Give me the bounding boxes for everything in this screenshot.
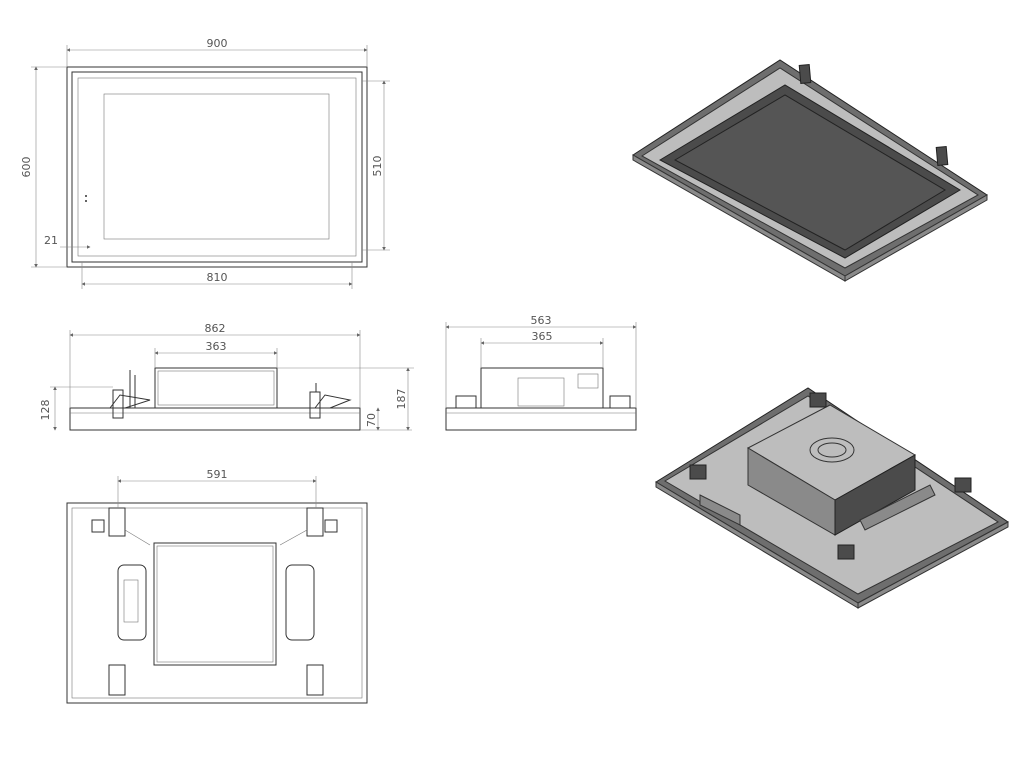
iso-view-front xyxy=(632,59,988,282)
dim-screen-width: 810 xyxy=(207,271,228,284)
dim-box-width: 363 xyxy=(206,340,227,353)
front-view: 900 600 510 810 21 xyxy=(20,37,390,289)
dim-rear-spacing: 591 xyxy=(207,468,228,481)
dim-front-height: 600 xyxy=(20,157,33,178)
dim-side-height-small: 128 xyxy=(39,400,52,421)
dim-end-box-width: 365 xyxy=(532,330,553,343)
end-view: 563 365 xyxy=(445,314,637,431)
dim-end-width: 563 xyxy=(531,314,552,327)
side-view: 862 363 128 70 187 xyxy=(39,322,414,431)
rear-view: 591 xyxy=(66,468,368,704)
iso-view-rear xyxy=(655,387,1009,609)
dim-side-height-mid: 70 xyxy=(365,413,378,427)
dim-side-height-total: 187 xyxy=(395,389,408,410)
dim-bezel-offset: 21 xyxy=(44,234,58,247)
dim-screen-height: 510 xyxy=(371,156,384,177)
dim-side-width: 862 xyxy=(205,322,226,335)
dim-front-width: 900 xyxy=(207,37,228,50)
